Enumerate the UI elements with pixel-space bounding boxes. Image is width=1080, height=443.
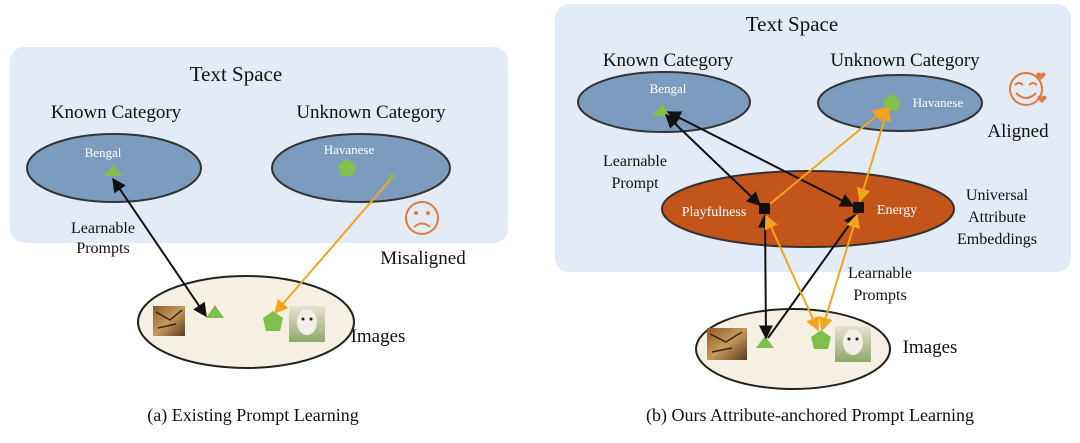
right-image-triangle (756, 336, 774, 348)
right-status-label: Aligned (987, 121, 1049, 142)
left-status-label: Misaligned (380, 248, 466, 269)
left-havanese-pentagon (338, 159, 356, 176)
left-unknown-arrow (274, 179, 391, 315)
left-unknown-label: Unknown Category (296, 102, 446, 123)
left-image-pentagon (263, 311, 283, 331)
universal-label-1: Universal (966, 187, 1029, 204)
right-unknown-label: Unknown Category (830, 50, 980, 71)
right-prompts-label-2: Prompts (853, 287, 906, 304)
right-bengal-triangle (653, 104, 671, 116)
right-bengal-label: Bengal (650, 81, 687, 96)
attr-energy-label: Energy (877, 203, 917, 218)
universal-label-2: Attribute (968, 209, 1026, 226)
left-bengal-triangle (104, 165, 122, 176)
cat-image-icon (153, 306, 185, 336)
attr-energy-node (853, 202, 864, 213)
arrow-bengal-energy (666, 111, 855, 207)
left-image-triangle (206, 305, 224, 318)
right-panel-title: Text Space (746, 12, 838, 36)
attr-playfulness-node (759, 203, 770, 214)
left-known-label: Known Category (51, 102, 182, 123)
left-panel-title: Text Space (190, 62, 282, 86)
left-havanese-label: Havanese (324, 142, 375, 157)
arrow-havanese-energy (856, 106, 892, 203)
right-caption: (b) Ours Attribute-anchored Prompt Learn… (646, 405, 974, 426)
left-prompts-label-2: Prompts (76, 240, 129, 257)
left-known-arrow (112, 177, 207, 318)
attr-playfulness-label: Playfulness (682, 205, 747, 220)
sad-face-icon (405, 201, 439, 235)
cat-image-icon (707, 328, 747, 360)
left-bengal-label: Bengal (85, 145, 122, 160)
right-known-label: Known Category (603, 50, 734, 71)
left-unknown-ellipse (271, 133, 451, 203)
dog-image-icon (289, 306, 325, 342)
right-prompt-label-2: Prompt (611, 175, 659, 192)
happy-face-icon (1009, 72, 1047, 106)
left-diagram: Text Space Known Category Unknown Catego… (10, 47, 508, 426)
left-prompts-label-1: Learnable (71, 220, 135, 237)
arrow-cat-playfulness (758, 213, 773, 340)
right-image-pentagon (811, 330, 831, 349)
universal-label-3: Embeddings (957, 231, 1037, 248)
right-havanese-label: Havanese (913, 95, 964, 110)
left-caption: (a) Existing Prompt Learning (147, 405, 358, 426)
arrow-dog-energy (818, 213, 861, 332)
right-prompts-label-1: Learnable (848, 265, 912, 282)
right-prompt-label-1: Learnable (603, 153, 667, 170)
right-images-label: Images (903, 337, 958, 358)
arrow-dog-playfulness (764, 214, 820, 332)
left-unknown-endpoint (388, 174, 394, 180)
left-images-label: Images (351, 326, 406, 347)
dog-image-icon (835, 326, 871, 362)
right-diagram: Text Space Known Category Unknown Catego… (555, 4, 1071, 426)
